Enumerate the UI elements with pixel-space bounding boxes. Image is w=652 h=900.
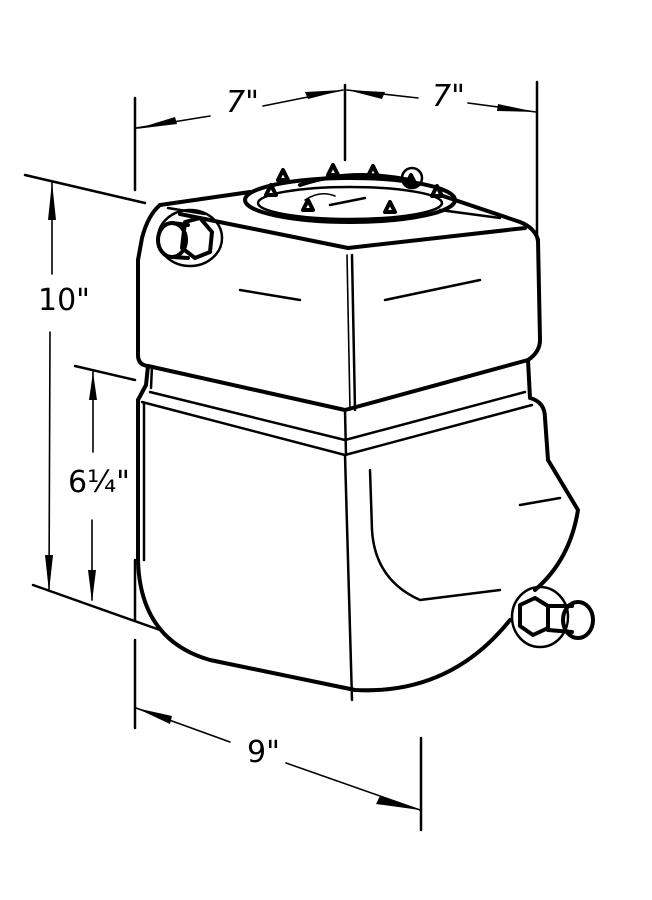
bottom-dimension-lines: [133, 638, 423, 832]
left-dimension-lines: [23, 173, 162, 632]
dimension-bottom-width: 9": [247, 735, 280, 770]
dimension-lower-height: 6¼": [68, 465, 130, 500]
lower-body: [136, 358, 580, 702]
dimension-top-left-width: 7": [226, 85, 259, 120]
top-dimension-lines: [133, 80, 539, 242]
upper-fitting: [156, 208, 224, 268]
filler-cap: [243, 163, 457, 224]
flange-bolts: [264, 163, 444, 214]
lower-fitting: [510, 585, 595, 649]
dimension-top-right-depth: 7": [432, 79, 465, 114]
upper-body: [136, 190, 542, 412]
dimension-overall-height: 10": [38, 283, 90, 318]
